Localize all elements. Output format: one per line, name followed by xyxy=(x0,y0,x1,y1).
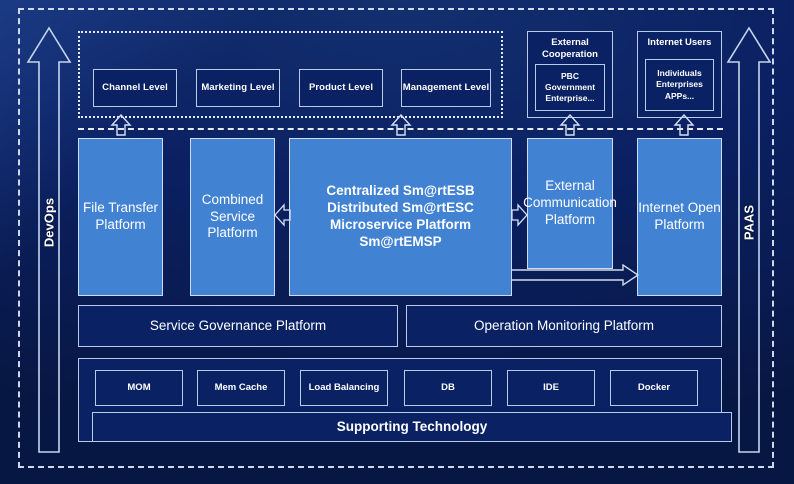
management-service-governance[interactable]: Service Governance Platform xyxy=(78,305,398,347)
supporting-technology-label: Supporting Technology xyxy=(336,418,488,434)
consumer-item-channel-level[interactable]: Channel Level xyxy=(93,69,177,107)
devops-label: DevOps xyxy=(41,197,57,248)
external-cooperation-title: External Cooperation xyxy=(542,37,598,60)
platform-internet-open[interactable]: Internet Open Platform xyxy=(637,138,722,296)
layer-separator xyxy=(78,128,723,130)
platform-file-transfer[interactable]: File Transfer Platform xyxy=(78,138,163,296)
platform-label: Internet Open Platform xyxy=(638,200,721,232)
internet-users-inner[interactable]: Individuals Enterprises APPs... xyxy=(645,59,714,111)
platform-label: Combined Service Platform xyxy=(201,191,264,241)
supporting-technology-bar[interactable]: Supporting Technology xyxy=(92,412,732,442)
management-operation-monitoring[interactable]: Operation Monitoring Platform xyxy=(406,305,722,347)
consumer-layer-group xyxy=(78,31,503,118)
consumer-item-marketing-level[interactable]: Marketing Level xyxy=(196,69,280,107)
platform-label: File Transfer Platform xyxy=(82,200,159,232)
consumer-item-product-level[interactable]: Product Level xyxy=(299,69,383,107)
paas-arrow xyxy=(726,26,772,454)
technology-item-load-balancing[interactable]: Load Balancing xyxy=(300,370,388,406)
platform-combined-service[interactable]: Combined Service Platform xyxy=(190,138,275,296)
devops-arrow xyxy=(26,26,72,454)
internet-users-inner-label: Individuals Enterprises APPs... xyxy=(656,68,703,101)
consumer-item-label: Management Level xyxy=(402,82,490,94)
outer-boundary xyxy=(18,8,774,468)
paas-label: PAAS xyxy=(741,204,757,241)
consumer-item-label: Channel Level xyxy=(102,82,168,94)
platform-external-communication[interactable]: External Communication Platform xyxy=(523,138,617,269)
platform-centralized-esb[interactable]: Centralized Sm@rtESB Distributed Sm@rtES… xyxy=(289,138,512,296)
technology-item-mem-cache[interactable]: Mem Cache xyxy=(197,370,285,406)
technology-label: Load Balancing xyxy=(308,382,380,394)
platform-label: Centralized Sm@rtESB Distributed Sm@rtES… xyxy=(326,183,475,249)
technology-item-mom[interactable]: MOM xyxy=(95,370,183,406)
internet-users-title: Internet Users xyxy=(647,37,712,48)
consumer-item-management-level[interactable]: Management Level xyxy=(401,69,491,107)
consumer-item-label: Product Level xyxy=(308,82,374,94)
technology-item-db[interactable]: DB xyxy=(404,370,492,406)
technology-item-ide[interactable]: IDE xyxy=(507,370,595,406)
external-cooperation-inner-label: PBC Government Enterprise... xyxy=(544,70,596,104)
consumer-item-label: Marketing Level xyxy=(201,82,275,94)
technology-label: IDE xyxy=(543,382,559,394)
platform-label: External Communication Platform xyxy=(523,178,617,227)
technology-label: Mem Cache xyxy=(214,382,268,394)
management-label: Operation Monitoring Platform xyxy=(473,317,655,333)
technology-label: Docker xyxy=(637,382,671,394)
external-cooperation-inner[interactable]: PBC Government Enterprise... xyxy=(535,64,605,111)
technology-label: MOM xyxy=(127,382,151,394)
technology-item-docker[interactable]: Docker xyxy=(610,370,698,406)
management-label: Service Governance Platform xyxy=(149,317,327,333)
technology-label: DB xyxy=(441,382,455,394)
